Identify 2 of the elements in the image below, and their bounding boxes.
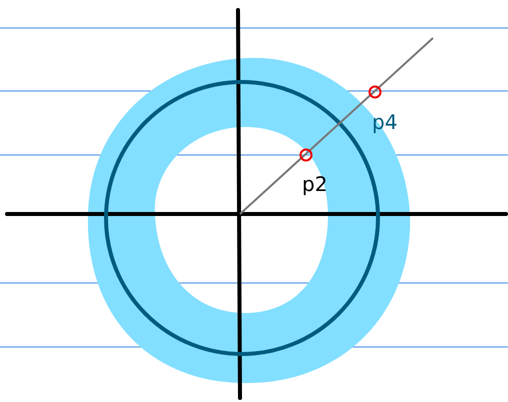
point-label: p2	[302, 174, 328, 194]
point-label: p4	[372, 112, 398, 132]
